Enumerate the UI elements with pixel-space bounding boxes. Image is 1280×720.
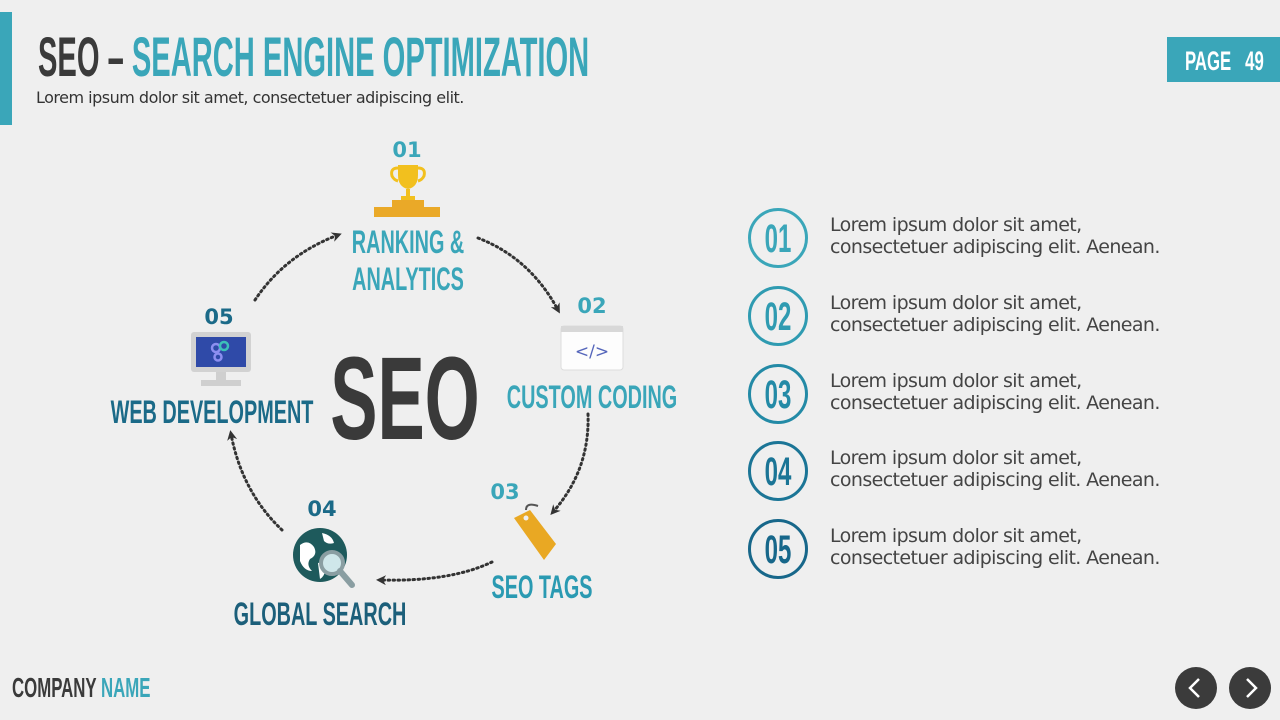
- page-title: SEO – SEARCH ENGINE OPTIMIZATION: [38, 28, 589, 86]
- chevron-right-icon: [1246, 678, 1258, 698]
- list-text-line2: consectetuer adipiscing elit. Aenean.: [830, 392, 1160, 414]
- list-item: 05 Lorem ipsum dolor sit amet,consectetu…: [748, 519, 1268, 579]
- step-04-label: GLOBAL SEARCH: [233, 596, 407, 632]
- company-word: COMPANY: [12, 672, 97, 703]
- globe-search-icon: [293, 528, 355, 588]
- name-word: NAME: [100, 672, 151, 703]
- arrow-03-to-04: [376, 560, 494, 586]
- page-badge: PAGE 49: [1167, 37, 1280, 82]
- title-prefix: SEO –: [38, 25, 124, 88]
- list-text: Lorem ipsum dolor sit amet,consectetuer …: [830, 214, 1160, 258]
- step-04-number: 04: [307, 497, 337, 521]
- arrow-02-to-03: [550, 412, 590, 516]
- list-text-line1: Lorem ipsum dolor sit amet,: [830, 525, 1082, 547]
- center-seo: SEO: [330, 333, 480, 465]
- list-number: 02: [764, 295, 792, 339]
- list-text-line1: Lorem ipsum dolor sit amet,: [830, 214, 1082, 236]
- arrow-01-to-02: [476, 236, 560, 314]
- svg-text:</>: </>: [575, 342, 609, 362]
- accent-bar: [0, 12, 12, 125]
- step-01-label-line1: RANKING &: [351, 224, 465, 260]
- company-name: COMPANY NAME: [12, 673, 150, 703]
- page-subtitle: Lorem ipsum dolor sit amet, consectetuer…: [36, 88, 464, 107]
- list-number-circle: 01: [748, 208, 808, 268]
- step-05-label: WEB DEVELOPMENT: [110, 394, 314, 430]
- previous-slide-button[interactable]: [1175, 667, 1217, 709]
- step-01-number: 01: [392, 138, 422, 162]
- list-number-circle: 03: [748, 364, 808, 424]
- list-text-line2: consectetuer adipiscing elit. Aenean.: [830, 547, 1160, 569]
- list-number-circle: 04: [748, 441, 808, 501]
- list-number-circle: 05: [748, 519, 808, 579]
- list-number: 03: [764, 373, 792, 417]
- list-item: 02 Lorem ipsum dolor sit amet,consectetu…: [748, 286, 1268, 346]
- step-03-label: SEO TAGS: [491, 569, 593, 605]
- page-number: 49: [1245, 46, 1264, 76]
- monitor-gears-icon: [191, 332, 251, 386]
- page-label: PAGE: [1185, 46, 1232, 76]
- list-number: 01: [764, 217, 792, 261]
- list-text-line1: Lorem ipsum dolor sit amet,: [830, 447, 1082, 469]
- code-window-icon: </>: [560, 325, 624, 371]
- step-02-number: 02: [577, 294, 607, 318]
- title-main: SEARCH ENGINE OPTIMIZATION: [131, 25, 590, 88]
- list-text: Lorem ipsum dolor sit amet,consectetuer …: [830, 292, 1160, 336]
- list-text: Lorem ipsum dolor sit amet,consectetuer …: [830, 447, 1160, 491]
- list-text-line2: consectetuer adipiscing elit. Aenean.: [830, 314, 1160, 336]
- list-text: Lorem ipsum dolor sit amet,consectetuer …: [830, 370, 1160, 414]
- chevron-left-icon: [1188, 678, 1200, 698]
- step-05-number: 05: [204, 305, 234, 329]
- list-text-line1: Lorem ipsum dolor sit amet,: [830, 370, 1082, 392]
- step-02-label: CUSTOM CODING: [506, 379, 678, 415]
- step-03-number: 03: [490, 480, 520, 504]
- list-text-line2: consectetuer adipiscing elit. Aenean.: [830, 236, 1160, 258]
- tag-icon: [514, 503, 556, 560]
- arrow-05-to-01: [253, 232, 342, 302]
- step-01-label-line2: ANALYTICS: [352, 261, 464, 297]
- arrow-04-to-05: [227, 430, 284, 532]
- list-text: Lorem ipsum dolor sit amet,consectetuer …: [830, 525, 1160, 569]
- list-item: 01 Lorem ipsum dolor sit amet,consectetu…: [748, 208, 1268, 268]
- list-item: 03 Lorem ipsum dolor sit amet,consectetu…: [748, 364, 1268, 424]
- list-number-circle: 02: [748, 286, 808, 346]
- trophy-icon: [374, 165, 440, 217]
- list-number: 05: [764, 528, 792, 572]
- list-text-line1: Lorem ipsum dolor sit amet,: [830, 292, 1082, 314]
- next-slide-button[interactable]: [1229, 667, 1271, 709]
- list-item: 04 Lorem ipsum dolor sit amet,consectetu…: [748, 441, 1268, 501]
- list-number: 04: [764, 450, 792, 494]
- list-text-line2: consectetuer adipiscing elit. Aenean.: [830, 469, 1160, 491]
